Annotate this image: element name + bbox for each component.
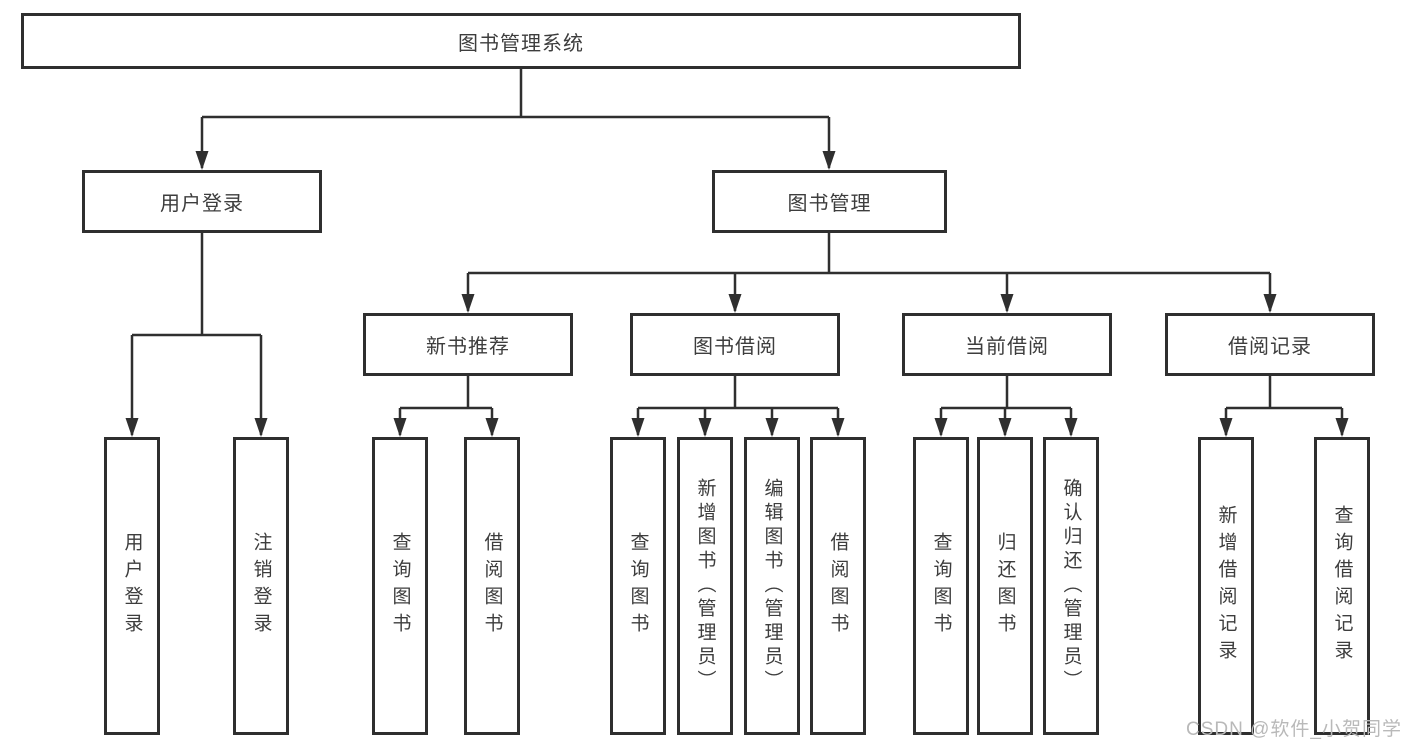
leaf-current-confirm-return-admin: 确认归还（管理员） bbox=[1043, 437, 1099, 735]
leaf-borrowing-borrow-books-label: 借阅图书 bbox=[827, 532, 849, 640]
leaf-user-login: 用户登录 bbox=[104, 437, 160, 735]
leaf-records-query-borrow-record-label: 查询借阅记录 bbox=[1331, 505, 1353, 667]
leaf-logout-label: 注销登录 bbox=[250, 532, 272, 640]
node-user-login: 用户登录 bbox=[82, 170, 322, 233]
leaf-newbooks-borrow-books: 借阅图书 bbox=[464, 437, 520, 735]
leaf-logout: 注销登录 bbox=[233, 437, 289, 735]
leaf-records-query-borrow-record: 查询借阅记录 bbox=[1314, 437, 1370, 735]
leaf-borrowing-edit-books-admin-label: 编辑图书（管理员） bbox=[761, 478, 783, 694]
node-book-management: 图书管理 bbox=[712, 170, 947, 233]
leaf-borrowing-query-books: 查询图书 bbox=[610, 437, 666, 735]
leaf-newbooks-query-books: 查询图书 bbox=[372, 437, 428, 735]
leaf-borrowing-edit-books-admin: 编辑图书（管理员） bbox=[744, 437, 800, 735]
node-book-borrowing-label: 图书借阅 bbox=[693, 336, 777, 358]
leaf-current-confirm-return-admin-label: 确认归还（管理员） bbox=[1060, 478, 1082, 694]
node-borrow-records: 借阅记录 bbox=[1165, 313, 1375, 376]
leaf-current-query-books-label: 查询图书 bbox=[930, 532, 952, 640]
node-borrow-records-label: 借阅记录 bbox=[1228, 336, 1312, 358]
leaf-borrowing-borrow-books: 借阅图书 bbox=[810, 437, 866, 735]
leaf-borrowing-add-books-admin-label: 新增图书（管理员） bbox=[694, 478, 716, 694]
leaf-borrowing-query-books-label: 查询图书 bbox=[627, 532, 649, 640]
node-new-book-recommend-label: 新书推荐 bbox=[426, 336, 510, 358]
csdn-watermark: CSDN @软件_小贺同学 bbox=[1186, 719, 1402, 740]
node-current-borrowing: 当前借阅 bbox=[902, 313, 1112, 376]
leaf-newbooks-query-books-label: 查询图书 bbox=[389, 532, 411, 640]
node-root-label: 图书管理系统 bbox=[458, 32, 584, 55]
node-root: 图书管理系统 bbox=[21, 13, 1021, 69]
node-new-book-recommend: 新书推荐 bbox=[363, 313, 573, 376]
node-book-management-label: 图书管理 bbox=[787, 193, 872, 215]
node-current-borrowing-label: 当前借阅 bbox=[965, 336, 1049, 358]
node-user-login-label: 用户登录 bbox=[160, 193, 244, 215]
node-book-borrowing: 图书借阅 bbox=[630, 313, 840, 376]
leaf-records-add-borrow-record-label: 新增借阅记录 bbox=[1215, 505, 1237, 667]
leaf-newbooks-borrow-books-label: 借阅图书 bbox=[481, 532, 503, 640]
leaf-borrowing-add-books-admin: 新增图书（管理员） bbox=[677, 437, 733, 735]
leaf-current-query-books: 查询图书 bbox=[913, 437, 969, 735]
leaf-records-add-borrow-record: 新增借阅记录 bbox=[1198, 437, 1254, 735]
leaf-current-return-books: 归还图书 bbox=[977, 437, 1033, 735]
leaf-current-return-books-label: 归还图书 bbox=[994, 532, 1016, 640]
leaf-user-login-label: 用户登录 bbox=[121, 532, 143, 640]
